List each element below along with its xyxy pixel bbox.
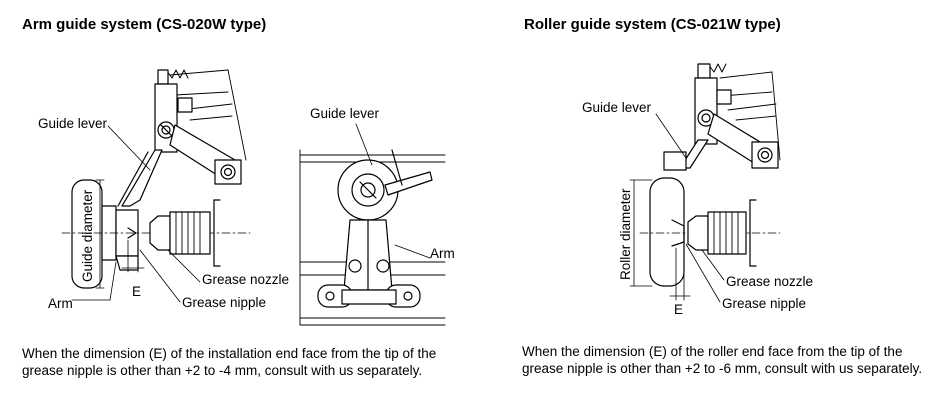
label-guide-lever-right: Guide lever bbox=[582, 100, 652, 115]
roller-guide-side-view bbox=[629, 63, 781, 303]
right-note-line1: When the dimension (E) of the roller end… bbox=[522, 344, 903, 359]
label-grease-nipple-right: Grease nipple bbox=[722, 296, 807, 311]
right-note: When the dimension (E) of the roller end… bbox=[522, 343, 922, 377]
left-panel-title: Arm guide system (CS-020W type) bbox=[22, 16, 267, 33]
label-grease-nipple-left: Grease nipple bbox=[182, 295, 267, 310]
right-panel-title: Roller guide system (CS-021W type) bbox=[524, 16, 781, 33]
label-e-right: E bbox=[674, 302, 684, 317]
label-arm-front: Arm bbox=[430, 246, 455, 261]
left-note: When the dimension (E) of the installati… bbox=[22, 345, 436, 379]
left-note-line1: When the dimension (E) of the installati… bbox=[22, 346, 437, 361]
label-e-left: E bbox=[132, 284, 142, 299]
label-roller-diameter: Roller diameter bbox=[618, 188, 633, 280]
arm-guide-side-view bbox=[61, 69, 251, 303]
label-arm-side: Arm bbox=[48, 296, 73, 311]
label-guide-diameter: Guide diameter bbox=[80, 189, 95, 282]
arm-guide-front-view bbox=[299, 123, 446, 326]
label-grease-nozzle-left: Grease nozzle bbox=[202, 272, 290, 287]
label-grease-nozzle-right: Grease nozzle bbox=[726, 274, 814, 289]
left-note-line2: grease nipple is other than +2 to -4 mm,… bbox=[22, 363, 423, 378]
label-guide-lever-front: Guide lever bbox=[310, 106, 380, 121]
right-note-line2: grease nipple is other than +2 to -6 mm,… bbox=[522, 361, 923, 376]
label-guide-lever-side: Guide lever bbox=[38, 116, 108, 131]
